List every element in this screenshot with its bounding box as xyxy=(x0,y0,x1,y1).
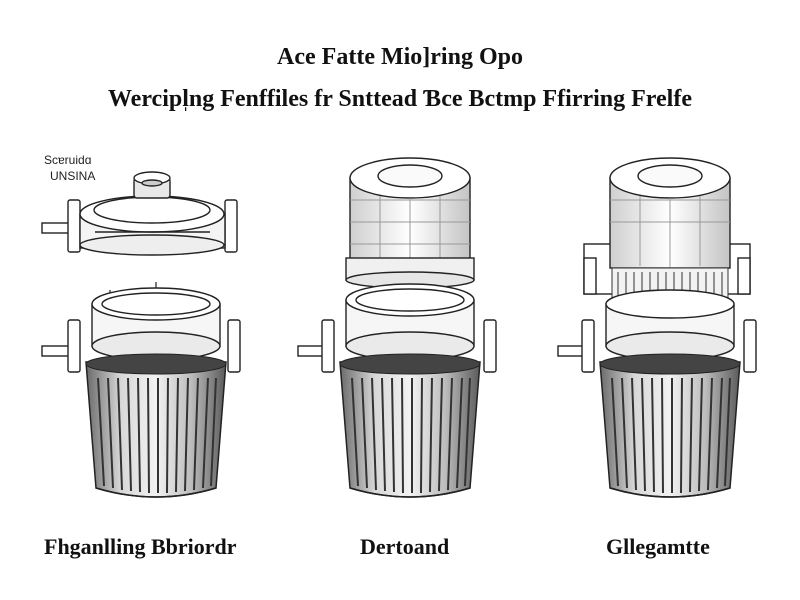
annotation-line-1: Scɐruidɑ xyxy=(44,153,92,167)
side-annotation: Scɐruidɑ UNSINA xyxy=(44,152,95,184)
filter-cartridge xyxy=(609,157,731,269)
caption-unit-2: Dertoand xyxy=(360,534,450,559)
filter-unit-2 xyxy=(297,157,497,498)
housing-ring xyxy=(297,283,497,373)
diagram-title-line-2: Wercipl̩ng Fenffiles fr Snttead Ɓce Bctm… xyxy=(108,86,692,112)
caption-unit-3: Gllegamtte xyxy=(606,534,710,559)
housing-ring xyxy=(41,287,241,373)
housing-ring xyxy=(557,289,757,373)
annotation-line-2: UNSINA xyxy=(50,169,96,183)
filter-unit-3 xyxy=(557,157,757,498)
ribbed-canister xyxy=(599,353,741,498)
diagram-title-line-1: Ace Fatte Mio]ring Opo xyxy=(277,44,523,70)
ribbed-canister xyxy=(85,353,227,498)
ribbed-canister xyxy=(339,353,481,498)
caption-unit-1: Fhganlling Bbriordr xyxy=(44,534,237,559)
filter-cartridge xyxy=(345,157,475,289)
filter-unit-1 xyxy=(41,171,241,498)
lid-assembly xyxy=(41,171,238,256)
